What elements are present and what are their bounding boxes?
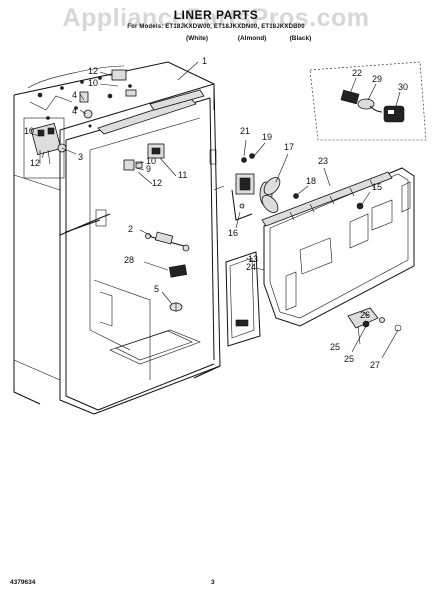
- callout-15: 15: [372, 182, 382, 192]
- callout-12-mid: 12: [152, 178, 162, 188]
- callout-19: 19: [262, 132, 272, 142]
- evaporator-cover-assembly: [261, 167, 415, 332]
- page-number: 3: [211, 579, 215, 586]
- air-channel-13: [225, 251, 261, 347]
- callout-17: 17: [284, 142, 294, 152]
- callout-5: 5: [154, 284, 159, 294]
- accessory-parts: [309, 61, 427, 141]
- callout-28: 28: [124, 255, 134, 265]
- freezer-control-assembly: [30, 69, 137, 165]
- callout-22: 22: [352, 68, 362, 78]
- callout-23: 23: [318, 156, 328, 166]
- page-title: LINER PARTS: [173, 8, 259, 22]
- callout-25-left: 25: [330, 342, 340, 352]
- liner-cabinet: [13, 61, 225, 415]
- callout-10: 10: [24, 126, 34, 136]
- callout-4-top: 4: [72, 90, 77, 100]
- callout-29: 29: [372, 74, 382, 84]
- callout-4: 4: [72, 106, 77, 116]
- callout-16: 16: [228, 228, 238, 238]
- callout-3: 3: [78, 152, 83, 162]
- callout-labels: 1 12 10 4 4 10 12 3 10 9 12 11 2 28 5 13…: [24, 56, 408, 370]
- callout-9: 9: [146, 164, 151, 174]
- callout-11: 11: [178, 170, 187, 180]
- variant-black: (Black): [289, 35, 312, 42]
- callout-18: 18: [306, 176, 316, 186]
- leader-lines: [31, 61, 401, 359]
- color-variants: (White) (Almond) (Black): [186, 35, 346, 42]
- callout-10-top: 10: [88, 78, 98, 88]
- callout-30: 30: [398, 82, 408, 92]
- callout-27: 27: [370, 360, 380, 370]
- callout-10-mid: 10: [146, 156, 156, 166]
- callout-24: 24: [246, 262, 256, 272]
- variant-almond: (Almond): [237, 35, 267, 42]
- callout-2: 2: [128, 224, 133, 234]
- document-part-number: 4379634: [10, 579, 36, 586]
- callout-26: 26: [360, 310, 370, 320]
- callout-1: 1: [202, 56, 207, 66]
- callout-25-right: 25: [344, 354, 354, 364]
- model-list: For Models: ET18JKXDW00, ET18JKXDN00, ET…: [127, 24, 305, 30]
- watermark: AppliancePartsPros.com: [62, 4, 370, 32]
- callout-13: 13: [248, 254, 258, 264]
- callout-12-top: 12: [88, 66, 98, 76]
- fresh-food-control-parts: [123, 143, 190, 312]
- callout-21: 21: [240, 126, 250, 136]
- callout-12-left: 12: [30, 158, 40, 168]
- variant-white: (White): [186, 35, 209, 42]
